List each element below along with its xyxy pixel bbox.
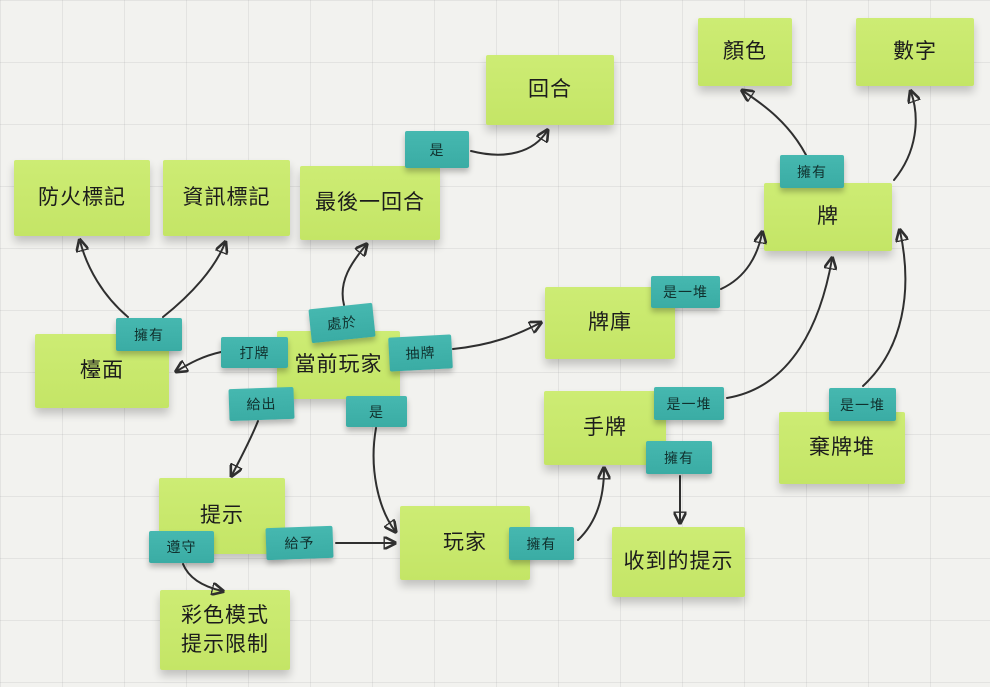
arrow-obey-to-color-mode — [182, 563, 222, 591]
tag-is-round[interactable]: 是 — [405, 131, 469, 168]
note-color-mode-hint-limit[interactable]: 彩色模式 提示限制 — [160, 590, 290, 670]
note-hand[interactable]: 手牌 — [544, 391, 666, 465]
tag-play-card[interactable]: 打牌 — [221, 337, 288, 368]
note-current-player[interactable]: 當前玩家 — [277, 331, 400, 399]
tag-draw-card[interactable]: 抽牌 — [388, 334, 453, 372]
note-color[interactable]: 顏色 — [698, 18, 792, 86]
arrow-table-to-info-token — [162, 243, 225, 318]
arrow-card-to-color — [743, 91, 807, 156]
arrow-card-to-number — [893, 92, 916, 181]
note-fire-token[interactable]: 防火標記 — [14, 160, 150, 236]
arrow-discard-to-card — [862, 231, 905, 387]
arrow-hand-to-card — [726, 259, 832, 399]
tag-at-last-round[interactable]: 處於 — [308, 302, 376, 344]
tag-give[interactable]: 給予 — [265, 525, 334, 561]
arrow-is-to-player — [372, 427, 395, 531]
tag-has-colors-numbers[interactable]: 擁有 — [780, 155, 844, 188]
arrow-player-to-hand — [577, 469, 604, 541]
tag-obey[interactable]: 遵守 — [149, 531, 214, 563]
note-received-hints[interactable]: 收到的提示 — [612, 527, 745, 597]
note-discard-pile[interactable]: 棄牌堆 — [779, 412, 905, 484]
tag-has-received-hints[interactable]: 擁有 — [646, 441, 712, 474]
tag-is-player[interactable]: 是 — [346, 396, 407, 427]
note-round[interactable]: 回合 — [486, 55, 614, 125]
note-last-round[interactable]: 最後一回合 — [300, 166, 440, 240]
note-player[interactable]: 玩家 — [400, 506, 530, 580]
tag-has-table[interactable]: 擁有 — [116, 318, 182, 351]
arrow-is-to-round — [470, 131, 547, 156]
note-card[interactable]: 牌 — [764, 183, 892, 251]
note-info-token[interactable]: 資訊標記 — [163, 160, 290, 236]
tag-give-out[interactable]: 給出 — [228, 386, 295, 422]
arrow-draw-to-deck — [452, 323, 540, 350]
note-number[interactable]: 數字 — [856, 18, 974, 86]
arrow-current-player-to-last-round — [341, 245, 366, 306]
tag-has-hand[interactable]: 擁有 — [509, 527, 574, 560]
tag-is-pile-hand[interactable]: 是一堆 — [654, 387, 724, 420]
arrow-play-to-table — [177, 351, 222, 371]
arrow-deck-to-card — [720, 233, 762, 290]
arrow-table-to-fire-token — [80, 241, 129, 318]
tag-is-pile-deck[interactable]: 是一堆 — [651, 276, 720, 308]
arrow-give-out-to-hint — [232, 420, 259, 475]
tag-is-pile-discard[interactable]: 是一堆 — [829, 388, 896, 421]
